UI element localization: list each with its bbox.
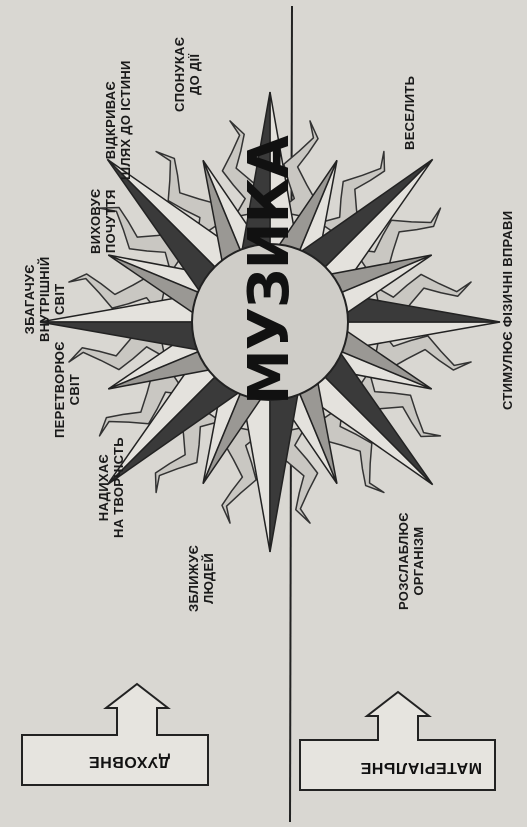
label-encourages-action: СПОНУКАЄ ДО ДІЇ <box>172 37 202 112</box>
label-line: НАДИХАЄ <box>96 437 111 538</box>
label-line: ПЕРЕТВОРЮЄ <box>52 341 67 438</box>
label-line: РОЗСЛАБЛЮЄ <box>396 512 411 610</box>
label-nurtures-feelings: ВИХОВУЄ ПОЧУТТЯ <box>88 188 118 254</box>
label-line: ШЛЯХ ДО ІСТИНИ <box>118 60 133 180</box>
label-line: ПОЧУТТЯ <box>103 188 118 254</box>
center-word: МУЗИКА <box>237 136 302 405</box>
label-opens-path-to-truth: ВІДКРИВАЄ ШЛЯХ ДО ІСТИНИ <box>103 60 133 180</box>
label-inspires-creativity: НАДИХАЄ НА ТВОРЧІСТЬ <box>96 437 126 538</box>
label-line: ОРГАНІЗМ <box>411 512 426 610</box>
spiritual-title: ДУХОВНЕ <box>88 752 170 770</box>
label-line: ЗБАГАЧУЄ <box>22 257 37 343</box>
label-unites-people: ЗБЛИЖУЄ ЛЮДЕЙ <box>186 545 216 612</box>
label-line: СПОНУКАЄ <box>172 37 187 112</box>
label-line: СТИМУЛЮЄ ФІЗИЧНІ ВПРАВИ <box>500 211 515 410</box>
label-line: ВІДКРИВАЄ <box>103 60 118 180</box>
label-line: ДО ДІЇ <box>187 37 202 112</box>
label-stimulates-exercise: СТИМУЛЮЄ ФІЗИЧНІ ВПРАВИ <box>500 211 515 410</box>
label-line: СВІТ <box>52 257 67 343</box>
label-line: ЗБЛИЖУЄ <box>186 545 201 612</box>
label-cheers-up: ВЕСЕЛИТЬ <box>402 76 417 150</box>
label-enriches-inner-world: ЗБАГАЧУЄ ВНУТРІШНІЙ СВІТ <box>22 257 67 343</box>
label-relaxes-body: РОЗСЛАБЛЮЄ ОРГАНІЗМ <box>396 512 426 610</box>
label-line: СВІТ <box>67 341 82 438</box>
label-transforms-world: ПЕРЕТВОРЮЄ СВІТ <box>52 341 82 438</box>
label-line: НА ТВОРЧІСТЬ <box>111 437 126 538</box>
material-title: МАТЕРІАЛЬНЕ <box>360 758 482 776</box>
label-line: ВНУТРІШНІЙ <box>37 257 52 343</box>
label-line: ВИХОВУЄ <box>88 188 103 254</box>
label-line: ВЕСЕЛИТЬ <box>402 76 417 150</box>
label-line: ЛЮДЕЙ <box>201 545 216 612</box>
